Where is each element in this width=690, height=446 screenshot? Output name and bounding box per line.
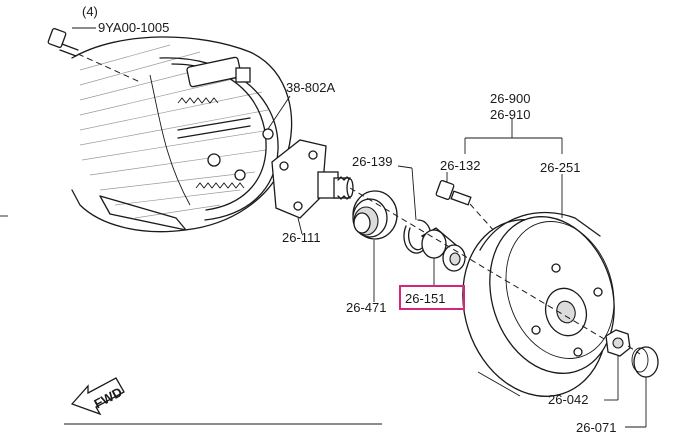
drum-part-number: 26-251 <box>540 160 580 175</box>
bearing-part-number: 26-151 <box>405 291 445 306</box>
drum-assembly-part-number-b: 26-910 <box>490 107 530 122</box>
brake-drum-26-251 <box>462 211 615 397</box>
leader-lines <box>72 27 647 428</box>
oil-seal-26-471 <box>352 190 398 240</box>
bolt-part-number: 9YA00-1005 <box>98 20 169 35</box>
hub-bolt-26-132 <box>435 180 521 261</box>
highlighted-part-box <box>399 285 465 310</box>
forward-direction-arrow: FWD <box>70 377 125 416</box>
lock-nut-part-number: 26-042 <box>548 392 588 407</box>
lock-nut-26-042 <box>605 329 631 357</box>
hub-bolt-part-number: 26-132 <box>440 158 480 173</box>
mounting-bolt-9ya00-1005 <box>47 28 141 83</box>
brake-backing-plate-assembly <box>0 36 293 233</box>
grease-cap-26-071 <box>631 346 659 378</box>
cap-part-number: 26-071 <box>576 420 616 435</box>
backing-part-number: 38-802A <box>286 80 335 95</box>
drum-assembly-part-number-a: 26-900 <box>490 91 530 106</box>
wheel-bearing-26-151 <box>420 227 466 272</box>
hub-spindle-26-111 <box>271 139 354 219</box>
oil-seal-part-number: 26-471 <box>346 300 386 315</box>
axis-centerline-end <box>627 345 641 355</box>
bolt-quantity-label: (4) <box>82 4 98 19</box>
snap-ring-part-number: 26-139 <box>352 154 392 169</box>
hub-spindle-part-number: 26-111 <box>282 230 321 245</box>
